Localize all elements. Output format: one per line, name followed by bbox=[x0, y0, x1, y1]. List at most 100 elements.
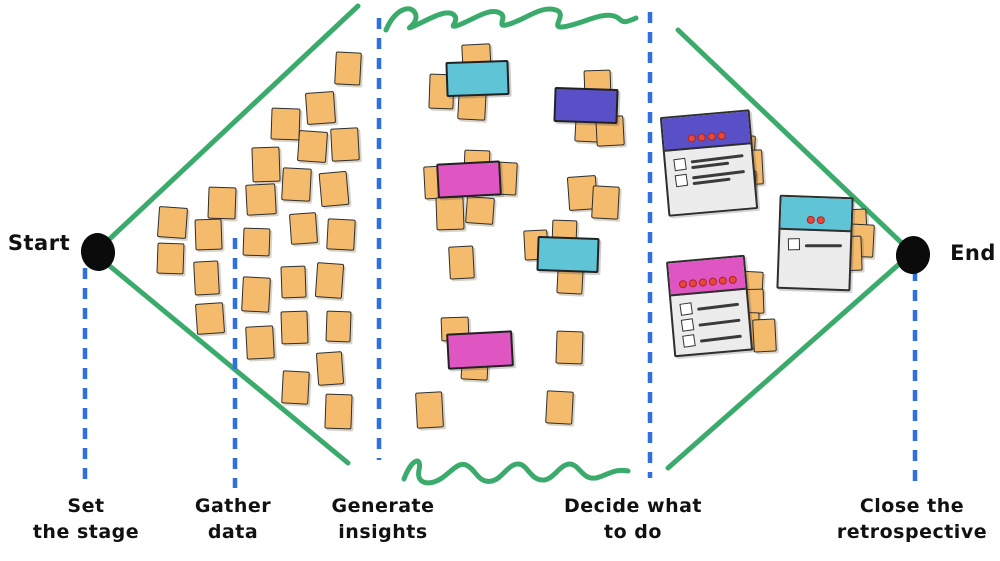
text-line bbox=[699, 334, 742, 343]
sticky-note[interactable] bbox=[415, 391, 444, 429]
phase-label-line: to do bbox=[604, 521, 662, 543]
vote-dot-icon bbox=[687, 134, 697, 143]
checklist-row bbox=[682, 330, 742, 348]
text-line bbox=[804, 243, 842, 247]
phase-label-line: Set bbox=[67, 495, 105, 517]
convergence-line-top bbox=[675, 27, 911, 252]
row-lines bbox=[692, 169, 746, 185]
divergence-line-top bbox=[97, 3, 361, 251]
sticky-note[interactable] bbox=[314, 262, 345, 299]
phase-label-set-the-stage: Set the stage bbox=[1, 493, 171, 545]
vote-dot-icon bbox=[806, 215, 815, 224]
vote-dot-icon bbox=[688, 279, 697, 288]
sticky-note[interactable] bbox=[280, 265, 307, 299]
insight-header-note[interactable] bbox=[436, 160, 502, 199]
action-card[interactable] bbox=[665, 254, 754, 358]
end-label: End bbox=[950, 241, 996, 265]
card-header bbox=[780, 196, 852, 233]
sticky-note[interactable] bbox=[194, 218, 223, 251]
insight-header-note[interactable] bbox=[536, 235, 600, 274]
sticky-note[interactable] bbox=[325, 310, 352, 343]
divergence-line-bottom bbox=[97, 255, 351, 466]
text-line bbox=[692, 169, 745, 179]
sticky-note[interactable] bbox=[334, 51, 362, 86]
convergence-line-bottom bbox=[665, 255, 909, 471]
insight-header-note[interactable] bbox=[446, 330, 514, 370]
sticky-note[interactable] bbox=[207, 186, 237, 220]
card-checklist bbox=[671, 290, 751, 356]
sticky-note[interactable] bbox=[330, 127, 360, 162]
card-checklist bbox=[779, 230, 850, 260]
checkbox-icon bbox=[680, 318, 695, 332]
sticky-note[interactable] bbox=[465, 196, 495, 225]
phase-label-line: Gather bbox=[194, 495, 272, 517]
checklist-row bbox=[680, 314, 741, 332]
vote-dot-icon bbox=[727, 275, 737, 285]
checkbox-icon bbox=[679, 302, 693, 316]
phase-label-line: retrospective bbox=[836, 521, 988, 543]
card-checklist bbox=[665, 144, 755, 195]
insight-header-note[interactable] bbox=[553, 86, 619, 125]
sticky-note[interactable] bbox=[242, 227, 271, 257]
checklist-row bbox=[787, 238, 842, 252]
checkbox-icon bbox=[673, 157, 687, 172]
text-line bbox=[697, 302, 740, 311]
phase-label-generate-insights: Generate insights bbox=[298, 493, 468, 545]
checklist-row bbox=[679, 298, 740, 316]
sticky-note[interactable] bbox=[245, 183, 277, 216]
sticky-note[interactable] bbox=[281, 167, 312, 202]
row-lines bbox=[699, 334, 742, 343]
sticky-note[interactable] bbox=[156, 242, 185, 275]
start-dot bbox=[80, 233, 116, 271]
sticky-note[interactable] bbox=[251, 146, 281, 183]
phase-label-line: the stage bbox=[32, 521, 140, 543]
vote-dot-icon bbox=[816, 216, 825, 225]
checkbox-icon bbox=[674, 173, 689, 188]
sticky-note[interactable] bbox=[245, 325, 275, 360]
sticky-note[interactable] bbox=[288, 212, 319, 245]
sticky-note[interactable] bbox=[270, 107, 301, 141]
sticky-note[interactable] bbox=[318, 170, 350, 208]
sticky-note[interactable] bbox=[435, 196, 465, 231]
checkbox-icon bbox=[682, 334, 696, 348]
sticky-note[interactable] bbox=[304, 91, 337, 125]
vote-dot-icon bbox=[718, 276, 727, 286]
sticky-note[interactable] bbox=[280, 310, 309, 345]
sticky-note[interactable] bbox=[326, 218, 356, 251]
phase-label-line: insights bbox=[338, 521, 428, 543]
sticky-note[interactable] bbox=[156, 206, 189, 239]
action-card[interactable] bbox=[659, 109, 759, 217]
sticky-note[interactable] bbox=[281, 370, 310, 405]
sticky-note[interactable] bbox=[555, 330, 584, 365]
checklist-row bbox=[674, 169, 746, 188]
phase-label-decide-what-to-do: Decide what to do bbox=[548, 493, 718, 545]
sticky-note[interactable] bbox=[591, 185, 620, 220]
phase-label-close-retrospective: Close the retrospective bbox=[827, 493, 997, 545]
squiggle-bottom bbox=[401, 458, 631, 486]
squiggle-top bbox=[383, 6, 639, 33]
row-lines bbox=[697, 302, 740, 311]
sticky-note[interactable] bbox=[194, 302, 226, 335]
vote-dot-icon bbox=[697, 133, 707, 142]
sticky-note[interactable] bbox=[752, 318, 777, 353]
sticky-note[interactable] bbox=[448, 245, 475, 280]
row-lines bbox=[690, 153, 745, 169]
sticky-note[interactable] bbox=[324, 393, 353, 430]
insight-header-note[interactable] bbox=[445, 59, 510, 98]
sticky-note[interactable] bbox=[315, 351, 345, 386]
start-label: Start bbox=[7, 231, 71, 255]
action-card[interactable] bbox=[776, 194, 854, 292]
sticky-note[interactable] bbox=[296, 130, 329, 163]
phase-label-line: Decide what bbox=[563, 495, 703, 517]
checklist-row bbox=[673, 153, 745, 172]
vote-dot-icon bbox=[708, 277, 717, 286]
text-line bbox=[698, 318, 741, 327]
sticky-note[interactable] bbox=[545, 390, 574, 425]
checkbox-icon bbox=[787, 238, 801, 251]
phase-label-line: data bbox=[207, 521, 259, 543]
sticky-note[interactable] bbox=[241, 276, 271, 313]
sticky-note[interactable] bbox=[193, 260, 220, 296]
text-line bbox=[690, 153, 744, 163]
phase-label-line: Close the bbox=[859, 495, 965, 517]
